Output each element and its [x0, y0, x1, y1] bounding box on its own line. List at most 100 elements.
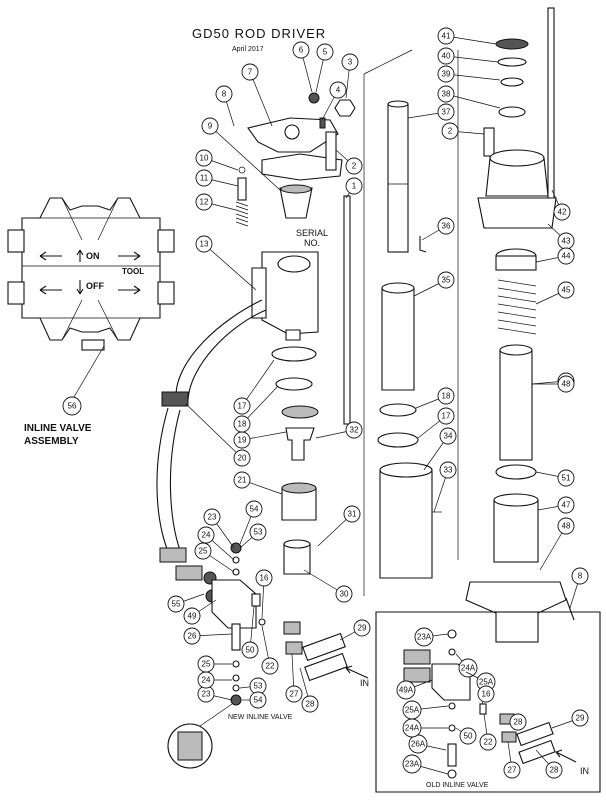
bubble-31-28 — [343, 505, 361, 523]
bubble-19-16 — [233, 431, 251, 449]
part-number-8-7: 8 — [222, 90, 227, 99]
bubble-28-25 — [301, 695, 319, 713]
parts-drawing-left — [156, 92, 369, 769]
part-number-36-33: 36 — [442, 222, 451, 231]
part-number-21-18: 21 — [238, 476, 247, 485]
part-number-22-19: 22 — [266, 662, 275, 671]
part-number-49-46: 49 — [188, 612, 197, 621]
part-number-2-1: 2 — [352, 162, 357, 171]
bubble-37-34 — [437, 103, 455, 121]
bubble-2-1 — [345, 157, 363, 175]
part-number-17-x3: 17 — [442, 412, 451, 421]
part-number-4-3: 4 — [336, 86, 341, 95]
part-number-32-29: 32 — [350, 426, 359, 435]
leader-48-45 — [539, 525, 567, 571]
part-number-48-x18: 48 — [562, 380, 571, 389]
bubble-17-x3 — [437, 407, 455, 425]
part-number-26-23: 26 — [188, 632, 197, 641]
bubble-3-2 — [341, 53, 359, 71]
bubble-48-45 — [557, 517, 575, 535]
part-number-41-38: 41 — [442, 32, 451, 41]
part-number-40-37: 40 — [442, 52, 451, 61]
bubble-42-39 — [553, 203, 571, 221]
bubble-13-12 — [195, 235, 213, 253]
part-number-7-6: 7 — [248, 68, 253, 77]
parts-drawing-center — [363, 49, 459, 596]
part-number-23a-x15: 23A — [405, 760, 420, 769]
bubble-47-44 — [557, 496, 575, 514]
bubble-5-4 — [316, 43, 334, 61]
part-number-23a-52: 23A — [417, 633, 432, 642]
part-number-39-36: 39 — [442, 70, 451, 79]
part-number-19-16: 19 — [238, 436, 247, 445]
part-number-55-51: 55 — [172, 600, 181, 609]
part-number-23-x9: 23 — [202, 690, 211, 699]
part-number-53-x12: 53 — [254, 682, 263, 691]
bubble-11-10 — [195, 169, 213, 187]
bubble-24-21 — [197, 526, 215, 544]
part-number-31-28: 31 — [348, 510, 357, 519]
bubble-35-32 — [437, 271, 455, 289]
parts-drawing-right — [465, 7, 575, 643]
bubble-40-37 — [437, 47, 455, 65]
old-inline-valve-label: OLD INLINE VALVE — [426, 782, 489, 789]
part-number-35-32: 35 — [442, 276, 451, 285]
valve-on-label: ON — [86, 251, 100, 261]
part-number-29-x6: 29 — [576, 714, 585, 723]
bubble-54-50 — [245, 500, 263, 518]
part-number-1-0: 1 — [352, 182, 357, 191]
part-callouts: 1234567891011121316171819202122232425262… — [167, 27, 589, 779]
bubble-34-31 — [439, 427, 457, 445]
bubble-2-x0 — [441, 122, 459, 140]
bubble-25-22 — [194, 542, 212, 560]
part-number-9-8: 9 — [208, 122, 213, 131]
bubble-6-5 — [292, 41, 310, 59]
bubble-26-23 — [183, 627, 201, 645]
leader-20-17 — [185, 403, 243, 459]
part-number-47-44: 47 — [562, 501, 571, 510]
bubble-27-24 — [285, 685, 303, 703]
part-number-12-11: 12 — [200, 198, 209, 207]
part-number-17-14: 17 — [238, 402, 247, 411]
part-number-43-40: 43 — [562, 237, 571, 246]
part-number-24-x10: 24 — [202, 676, 211, 685]
part-number-38-35: 38 — [442, 90, 451, 99]
bubble-45-42 — [557, 281, 575, 299]
bubble-25a-x17 — [402, 700, 422, 720]
bubble-50-x14 — [459, 727, 477, 745]
bubble-28-x19 — [509, 713, 527, 731]
part-number-8-x1: 8 — [578, 572, 583, 581]
bubble-32-29 — [345, 421, 363, 439]
inline-valve-label-line1: INLINE VALVE — [24, 423, 92, 434]
part-number-3-2: 3 — [348, 58, 353, 67]
part-number-33-30: 33 — [444, 466, 453, 475]
part-number-23-20: 23 — [208, 513, 217, 522]
bubble-10-9 — [195, 149, 213, 167]
part-number-48-45: 48 — [562, 522, 571, 531]
part-number-27-24: 27 — [290, 690, 299, 699]
bubble-12-11 — [195, 193, 213, 211]
part-number-26a-55: 26A — [411, 740, 426, 749]
new-inline-valve-label: NEW INLINE VALVE — [228, 714, 293, 721]
bubble-22-19 — [261, 657, 279, 675]
part-number-24-21: 24 — [202, 531, 211, 540]
bubble-28-x8 — [545, 761, 563, 779]
part-number-18-x2: 18 — [442, 392, 451, 401]
part-number-44-41: 44 — [562, 252, 571, 261]
part-number-11-10: 11 — [200, 174, 209, 183]
bubble-55-51 — [167, 595, 185, 613]
bubble-33-30 — [439, 461, 457, 479]
part-number-25a-54: 25A — [479, 678, 494, 687]
bubble-56 — [62, 396, 82, 416]
bubble-50-47 — [241, 641, 259, 659]
bubble-7-6 — [241, 63, 259, 81]
bubble-49-46 — [183, 607, 201, 625]
part-number-10-9: 10 — [200, 154, 209, 163]
bubble-20-17 — [233, 449, 251, 467]
bubble-18-x2 — [437, 387, 455, 405]
part-number-50-47: 50 — [246, 646, 255, 655]
part-number-51-48: 51 — [562, 474, 571, 483]
serial-label-line2: NO. — [304, 238, 320, 248]
bubble-1-0 — [345, 177, 363, 195]
